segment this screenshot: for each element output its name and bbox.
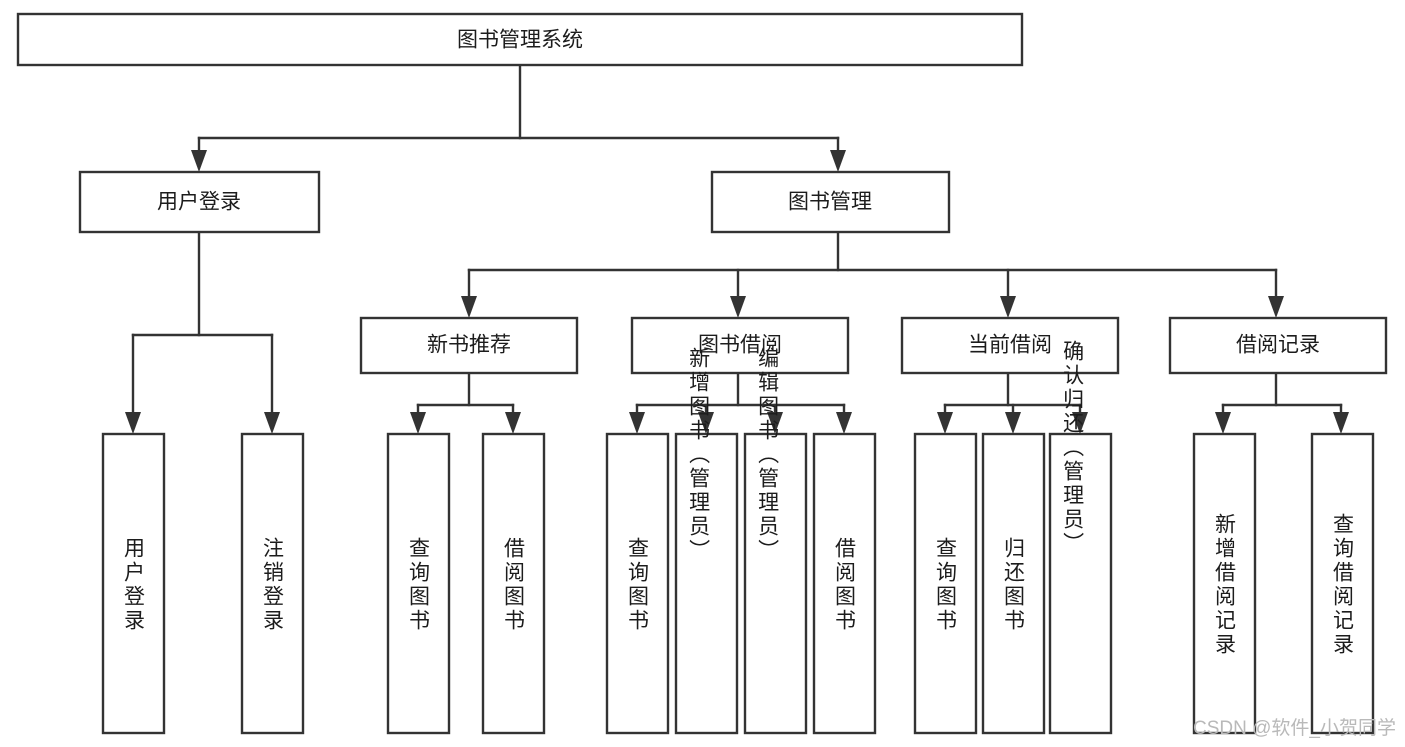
leaf-cb-query-book-box[interactable] — [913, 432, 978, 735]
arrow-head-new-book — [461, 296, 477, 318]
arrow-head-bb-leaf-1 — [629, 412, 645, 434]
leaf-cb-return-book-label: 归还图书 — [1002, 537, 1026, 633]
leaf-node-cb-return-book[interactable]: 归还图书 — [981, 432, 1046, 735]
arrow-head-nb-leaf-1 — [410, 412, 426, 434]
leaf-bb-edit-book-label: 编辑图书（管理员） — [756, 347, 780, 563]
leaf-node-cb-confirm-return[interactable]: 确认归还（管理员） — [1048, 340, 1113, 735]
arrow-head-leaf-user-login — [125, 412, 141, 434]
leaf-node-logout[interactable]: 注销登录 — [240, 432, 305, 735]
arrow-head-leaf-logout — [264, 412, 280, 434]
node-book-manage-label: 图书管理 — [788, 191, 872, 214]
node-book-manage-box[interactable] — [710, 170, 951, 234]
leaf-logout-box[interactable] — [240, 432, 305, 735]
leaf-node-user-login[interactable]: 用户登录 — [101, 432, 166, 735]
node-current-borrow-box[interactable] — [900, 316, 1120, 375]
leaf-bb-add-book-box[interactable] — [674, 432, 739, 735]
arrow-head-cb-leaf-2 — [1005, 412, 1021, 434]
node-current-borrow[interactable]: 当前借阅 — [900, 316, 1120, 375]
node-book-manage[interactable]: 图书管理 — [710, 170, 951, 234]
leaf-bb-query-book-box[interactable] — [605, 432, 670, 735]
leaf-node-bb-query-book[interactable]: 查询图书 — [605, 432, 670, 735]
arrow-head-nb-leaf-2 — [505, 412, 521, 434]
node-new-book-recommend-label: 新书推荐 — [427, 334, 511, 357]
arrow-head-book-borrow — [730, 296, 746, 318]
leaf-br-add-record-label: 新增借阅记录 — [1213, 513, 1237, 657]
leaf-node-bb-borrow-book[interactable]: 借阅图书 — [812, 432, 877, 735]
leaf-node-bb-edit-book[interactable]: 编辑图书（管理员） — [743, 347, 808, 735]
node-user-login[interactable]: 用户登录 — [78, 170, 321, 234]
leaf-br-query-record-box[interactable] — [1310, 432, 1375, 735]
node-root-box[interactable] — [16, 12, 1024, 67]
leaf-bb-edit-book-box[interactable] — [743, 432, 808, 735]
arrow-head-br-leaf-1 — [1215, 412, 1231, 434]
connector-group-new-book-to-leaves — [410, 371, 521, 434]
node-borrow-record-box[interactable] — [1168, 316, 1388, 375]
arrow-head-bb-leaf-4 — [836, 412, 852, 434]
arrow-head-cb-leaf-1 — [937, 412, 953, 434]
arrow-head-bb-leaf-2 — [698, 412, 714, 434]
csdn-watermark: CSDN @软件_小贺同学 — [1193, 717, 1396, 739]
connector-group-book-borrow-to-leaves — [629, 371, 852, 434]
leaf-nb-query-book-label: 查询图书 — [407, 537, 431, 633]
arrow-head-book-manage — [830, 150, 846, 172]
node-current-borrow-label: 当前借阅 — [968, 334, 1052, 357]
leaf-cb-query-book-label: 查询图书 — [934, 537, 958, 633]
leaf-node-br-add-record[interactable]: 新增借阅记录 — [1192, 432, 1257, 735]
leaf-cb-confirm-return-label: 确认归还（管理员） — [1061, 340, 1085, 556]
connector-group-root-to-level2 — [191, 63, 846, 172]
leaf-br-query-record-label: 查询借阅记录 — [1331, 513, 1355, 657]
leaf-nb-borrow-book-label: 借阅图书 — [502, 537, 526, 633]
connector-group-borrow-record-to-leaves — [1215, 371, 1349, 434]
connector-group-current-borrow-to-leaves — [937, 371, 1088, 434]
connector-group-book-manage-to-level3 — [461, 230, 1284, 318]
node-user-login-label: 用户登录 — [157, 191, 241, 214]
node-borrow-record[interactable]: 借阅记录 — [1168, 316, 1388, 375]
leaf-cb-confirm-return-box[interactable] — [1048, 432, 1113, 735]
node-root-label: 图书管理系统 — [457, 29, 583, 52]
leaf-node-nb-query-book[interactable]: 查询图书 — [386, 432, 451, 735]
leaf-logout-label: 注销登录 — [261, 537, 285, 633]
node-user-login-box[interactable] — [78, 170, 321, 234]
arrow-head-current-borrow — [1000, 296, 1016, 318]
leaf-node-cb-query-book[interactable]: 查询图书 — [913, 432, 978, 735]
leaf-bb-query-book-label: 查询图书 — [626, 537, 650, 633]
leaf-node-bb-add-book[interactable]: 新增图书（管理员） — [674, 347, 739, 735]
leaf-bb-borrow-book-box[interactable] — [812, 432, 877, 735]
arrow-head-cb-leaf-3 — [1072, 412, 1088, 434]
node-book-borrow-box[interactable] — [630, 316, 850, 375]
leaf-nb-borrow-book-box[interactable] — [481, 432, 546, 735]
node-new-book-recommend-box[interactable] — [359, 316, 579, 375]
node-root[interactable]: 图书管理系统 — [16, 12, 1024, 67]
leaf-cb-return-book-box[interactable] — [981, 432, 1046, 735]
node-book-borrow-label: 图书借阅 — [698, 334, 782, 357]
connector-group-user-login-to-leaves — [125, 230, 280, 434]
arrow-head-bb-leaf-3 — [767, 412, 783, 434]
arrow-head-br-leaf-2 — [1333, 412, 1349, 434]
leaf-nb-query-book-box[interactable] — [386, 432, 451, 735]
leaf-node-br-query-record[interactable]: 查询借阅记录 — [1310, 432, 1375, 735]
node-new-book-recommend[interactable]: 新书推荐 — [359, 316, 579, 375]
arrow-head-user-login — [191, 150, 207, 172]
leaf-br-add-record-box[interactable] — [1192, 432, 1257, 735]
leaf-bb-add-book-label: 新增图书（管理员） — [687, 347, 711, 563]
leaf-user-login-box[interactable] — [101, 432, 166, 735]
node-book-borrow[interactable]: 图书借阅 — [630, 316, 850, 375]
leaf-user-login-label: 用户登录 — [122, 537, 146, 633]
node-borrow-record-label: 借阅记录 — [1236, 334, 1320, 357]
leaf-node-nb-borrow-book[interactable]: 借阅图书 — [481, 432, 546, 735]
arrow-head-borrow-record — [1268, 296, 1284, 318]
leaf-bb-borrow-book-label: 借阅图书 — [833, 537, 857, 633]
